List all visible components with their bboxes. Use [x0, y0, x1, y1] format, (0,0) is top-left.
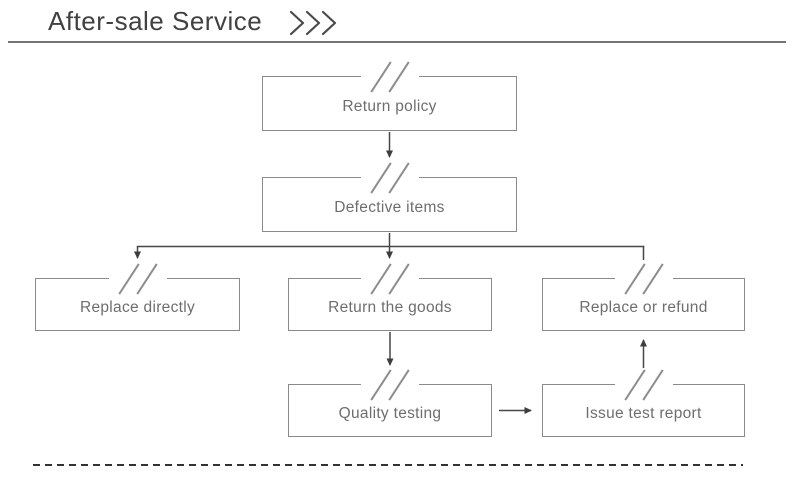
- flow-node-label: Replace or refund: [579, 298, 708, 316]
- break-mark-icon: [361, 368, 419, 401]
- flow-node-issue-test-report: Issue test report: [542, 368, 745, 437]
- flow-node-defective-items: Defective items: [262, 161, 517, 232]
- triple-chevron-right-icon: [288, 10, 340, 36]
- footer-dashed-divider: [33, 464, 743, 466]
- break-mark-icon: [360, 161, 419, 194]
- flow-node-quality-testing: Quality testing: [288, 368, 492, 437]
- flow-node-return-policy: Return policy: [262, 60, 517, 131]
- break-mark-icon: [361, 262, 419, 295]
- flow-node-return-the-goods: Return the goods: [288, 262, 492, 331]
- break-mark-icon: [108, 262, 167, 295]
- break-mark-icon: [614, 368, 673, 401]
- flow-node-label: Quality testing: [338, 404, 442, 422]
- flow-node-label: Replace directly: [79, 298, 196, 316]
- flow-node-replace-or-refund: Replace or refund: [542, 262, 745, 331]
- flow-node-label: Issue test report: [585, 404, 702, 422]
- flow-node-label: Return the goods: [328, 298, 452, 316]
- flow-node-replace-directly: Replace directly: [35, 262, 240, 331]
- flow-node-label: Defective items: [334, 198, 445, 216]
- flow-node-label: Return policy: [342, 97, 437, 115]
- break-mark-icon: [614, 262, 673, 295]
- page-title-text: After-sale Service: [48, 6, 263, 36]
- break-mark-icon: [360, 60, 419, 93]
- page-title: After-sale Service: [48, 6, 340, 37]
- header-divider: [8, 41, 786, 43]
